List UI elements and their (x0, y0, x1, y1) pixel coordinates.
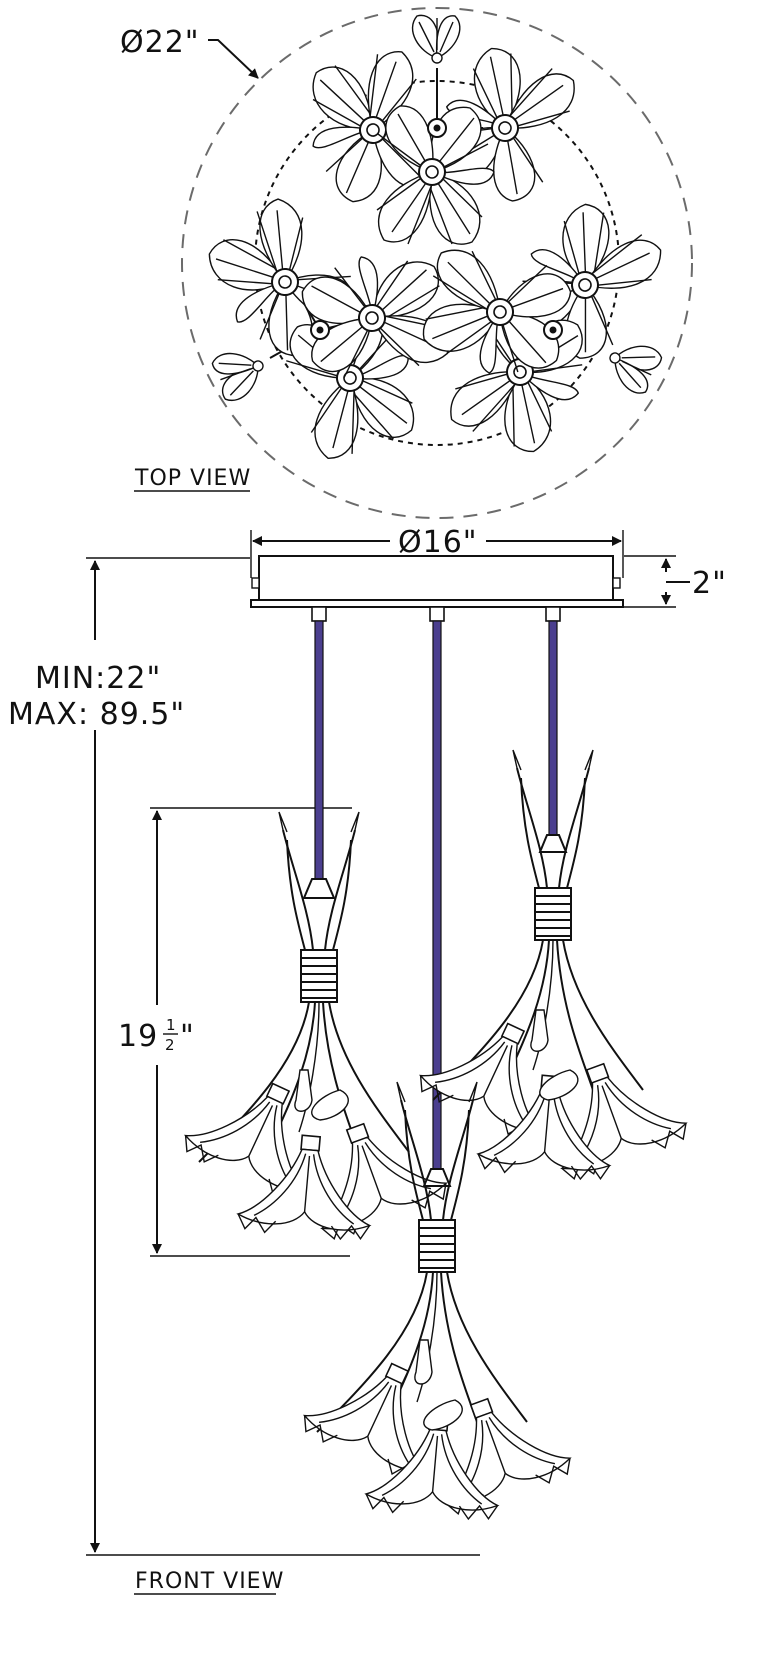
outer-diameter-circle (181, 7, 693, 519)
front-view: Ø16" 2" MIN:22" MAX: 89.5" 19 1 2 " (8, 525, 727, 1595)
top-view-cluster-1 (293, 14, 583, 246)
outer-diameter-leader (208, 39, 259, 79)
top-view-cluster-3 (417, 190, 670, 463)
cluster-height-numerator: 1 (166, 1016, 176, 1034)
top-view: Ø22" TOP VIEW (120, 7, 693, 519)
overall-max-label: MAX: 89.5" (8, 697, 185, 732)
cord-left (314, 620, 324, 880)
top-view-cluster-2 (190, 190, 454, 466)
canopy-height-label: 2" (692, 566, 727, 601)
cluster-height-whole: 19 (118, 1019, 158, 1054)
cluster-height-label: 19 1 2 " (118, 1016, 195, 1054)
top-view-label: TOP VIEW (134, 466, 251, 491)
cluster-height-unit: " (180, 1019, 195, 1054)
pendant-left (178, 811, 453, 1245)
canopy-diameter-label: Ø16" (398, 525, 478, 560)
front-view-label: FRONT VIEW (135, 1569, 284, 1594)
pendant-center (297, 1081, 577, 1523)
overall-min-label: MIN:22" (35, 661, 161, 696)
canopy (250, 555, 624, 622)
pendant-right (413, 749, 693, 1185)
outer-diameter-label: Ø22" (120, 25, 200, 60)
cord-right (548, 620, 558, 836)
cluster-height-denominator: 2 (165, 1036, 175, 1054)
